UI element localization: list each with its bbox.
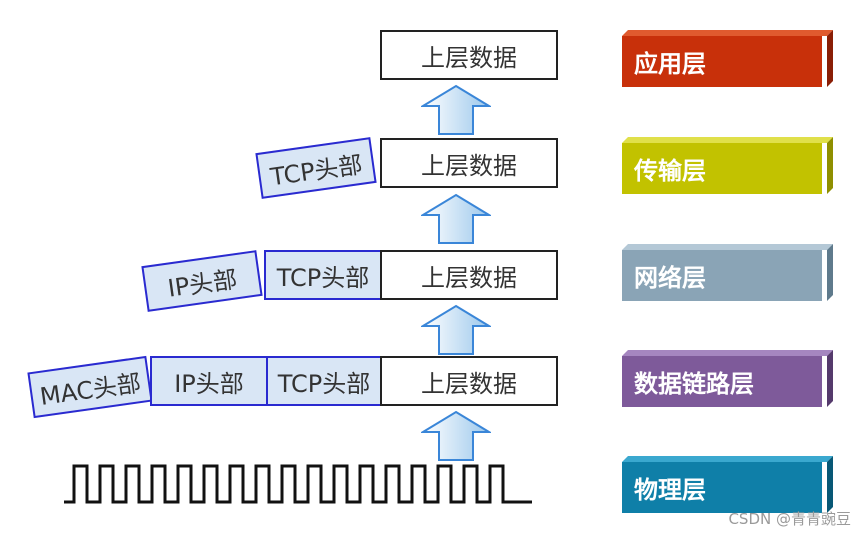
ip-header-box-3: IP头部 [141,250,263,312]
layer-label: 传输层 [622,143,822,194]
layer-label: 应用层 [622,36,822,87]
tcp-header-box-2: TCP头部 [255,137,377,199]
layer-transport: 传输层 [622,137,833,194]
layer-application: 应用层 [622,30,833,87]
upper-data-box-4: 上层数据 [380,356,558,406]
up-arrow-icon [421,193,491,244]
up-arrow-icon [421,410,491,461]
upper-data-box-2: 上层数据 [380,138,558,188]
layer-network: 网络层 [622,244,833,301]
tcp-header-box-3: TCP头部 [264,250,382,300]
layer-data-link: 数据链路层 [622,350,833,407]
tcp-header-box-4: TCP头部 [266,356,382,406]
layer-label: 网络层 [622,250,822,301]
layer-physical: 物理层 [622,456,833,513]
upper-data-box-1: 上层数据 [380,30,558,80]
layer-label: 数据链路层 [622,356,822,407]
layer-label: 物理层 [622,462,822,513]
square-wave-signal [64,464,532,504]
watermark: CSDN @青青豌豆 [728,510,851,528]
up-arrow-icon [421,84,491,135]
upper-data-box-3: 上层数据 [380,250,558,300]
up-arrow-icon [421,304,491,355]
mac-header-box-4: MAC头部 [27,355,153,419]
ip-header-box-4: IP头部 [150,356,268,406]
